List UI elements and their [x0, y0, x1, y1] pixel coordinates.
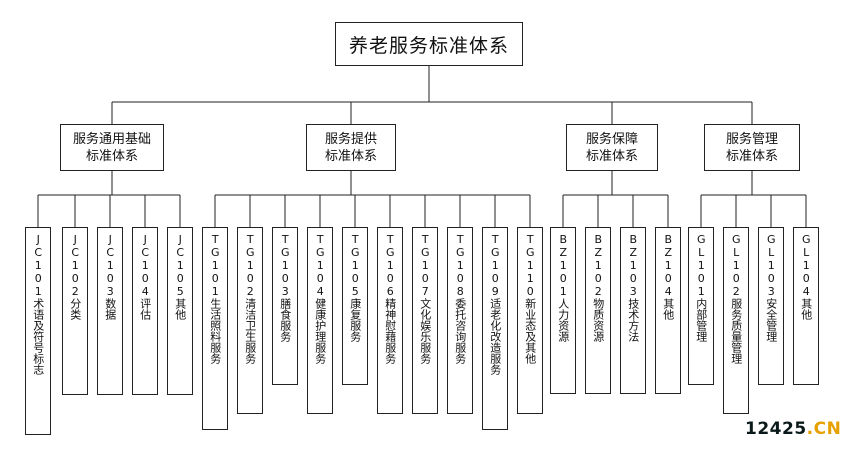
leaf-label: TG102清洁卫生服务 — [243, 233, 257, 364]
leaf-label: GL104其他 — [799, 233, 813, 320]
leaf-node: JC103数据 — [97, 227, 123, 395]
leaf-node: BZ103技术方法 — [620, 227, 646, 394]
leaf-label: JC102分类 — [68, 233, 82, 320]
group-label-line: 服务保障 — [585, 131, 638, 147]
leaf-node: TG106精神慰藉服务 — [377, 227, 403, 414]
leaf-label: JC101术语及符号标志 — [31, 233, 45, 375]
leaf-label: TG110新业态及其他 — [523, 233, 537, 364]
group-label-line: 服务管理 — [725, 131, 778, 147]
group-label-line: 标准体系 — [85, 148, 138, 164]
watermark-suffix: .CN — [806, 419, 842, 439]
leaf-node: TG102清洁卫生服务 — [237, 227, 263, 414]
group-label-line: 服务提供 — [324, 131, 377, 147]
leaf-node: TG110新业态及其他 — [517, 227, 543, 414]
group-node: 服务保障标准体系 — [566, 124, 658, 171]
leaf-node: TG108委托咨询服务 — [447, 227, 473, 414]
leaf-node: TG109适老化改造服务 — [482, 227, 508, 430]
leaf-node: TG103膳食服务 — [272, 227, 298, 385]
leaf-node: JC104评估 — [132, 227, 158, 395]
group-label-line: 标准体系 — [725, 148, 778, 164]
leaf-label: JC105其他 — [173, 233, 187, 320]
leaf-label: TG104健康护理服务 — [313, 233, 327, 364]
leaf-node: TG105康复服务 — [342, 227, 368, 385]
leaf-label: BZ101人力资源 — [556, 233, 570, 342]
leaf-node: TG104健康护理服务 — [307, 227, 333, 414]
site-watermark: 12425.CN — [745, 419, 845, 441]
leaf-node: GL103安全管理 — [758, 227, 784, 385]
leaf-label: TG109适老化改造服务 — [488, 233, 502, 375]
leaf-node: BZ101人力资源 — [550, 227, 576, 394]
leaf-node: JC102分类 — [62, 227, 88, 395]
watermark-number: 12425 — [745, 419, 807, 439]
leaf-label: GL103安全管理 — [764, 233, 778, 342]
leaf-label: BZ103技术方法 — [626, 233, 640, 342]
leaf-node: GL104其他 — [793, 227, 819, 385]
leaf-node: BZ102物质资源 — [585, 227, 611, 394]
leaf-node: TG107文化娱乐服务 — [412, 227, 438, 414]
group-node: 服务管理标准体系 — [704, 124, 800, 171]
leaf-label: TG106精神慰藉服务 — [383, 233, 397, 364]
leaf-label: TG105康复服务 — [348, 233, 362, 342]
leaf-label: TG108委托咨询服务 — [453, 233, 467, 364]
leaf-label: BZ102物质资源 — [591, 233, 605, 342]
group-label-line: 标准体系 — [585, 148, 638, 164]
leaf-label: TG103膳食服务 — [278, 233, 292, 342]
leaf-node: GL102服务质量管理 — [723, 227, 749, 414]
group-label-line: 标准体系 — [324, 148, 377, 164]
leaf-node: TG101生活照料服务 — [202, 227, 228, 430]
root-label: 养老服务标准体系 — [348, 34, 509, 57]
leaf-node: BZ104其他 — [655, 227, 681, 394]
leaf-label: GL102服务质量管理 — [729, 233, 743, 364]
leaf-node: GL101内部管理 — [688, 227, 714, 385]
leaf-label: TG107文化娱乐服务 — [418, 233, 432, 364]
leaf-label: BZ104其他 — [661, 233, 675, 320]
group-node: 服务提供标准体系 — [306, 124, 396, 171]
leaf-node: JC101术语及符号标志 — [25, 227, 51, 435]
leaf-label: JC103数据 — [103, 233, 117, 320]
group-label-line: 服务通用基础 — [72, 131, 151, 147]
leaf-label: TG101生活照料服务 — [208, 233, 222, 364]
leaf-label: JC104评估 — [138, 233, 152, 320]
leaf-label: GL101内部管理 — [694, 233, 708, 342]
root-node: 养老服务标准体系 — [335, 22, 523, 66]
leaf-node: JC105其他 — [167, 227, 193, 395]
group-node: 服务通用基础标准体系 — [60, 124, 164, 171]
